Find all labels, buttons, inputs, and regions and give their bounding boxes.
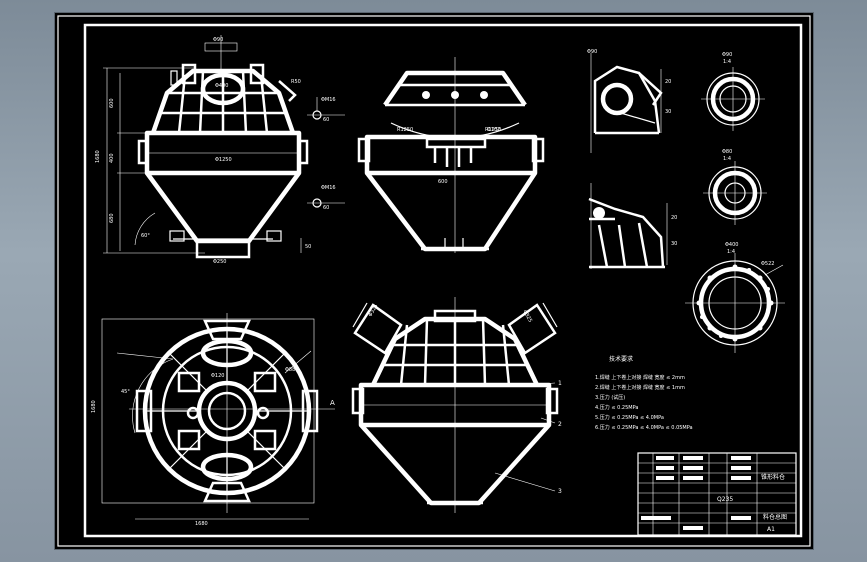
svg-text:Φ102: Φ102 [487, 127, 500, 133]
plan-view: 1680 1680 [91, 313, 335, 527]
detail-views-left: 20 30 Φ90 20 30 [587, 49, 677, 269]
title-sheet-size: A1 [767, 526, 775, 533]
svg-text:60: 60 [323, 117, 329, 123]
drawing-canvas: 1680 600 400 680 Φ90 Φ400 [57, 15, 811, 547]
front-elevation-view: 1680 600 400 680 Φ90 Φ400 [95, 35, 345, 265]
callout-1: 1 [558, 380, 562, 387]
svg-text:Φ325: Φ325 [368, 303, 380, 318]
svg-text:600: 600 [109, 98, 115, 108]
note-1: 1.焊缝 上下卷上对接 焊缝 宽度 ≤ 2mm [595, 374, 685, 381]
svg-text:Φ90: Φ90 [587, 49, 597, 55]
svg-text:Φ325: Φ325 [521, 309, 533, 324]
svg-text:ΦM16: ΦM16 [321, 185, 336, 191]
title-block: Q235 锥形料仓 料仓总图 A1 [637, 452, 797, 536]
svg-text:50: 50 [305, 244, 311, 250]
svg-text:1680: 1680 [195, 521, 208, 527]
svg-text:Φ90: Φ90 [213, 37, 223, 43]
flange-details: Φ90 1:4 Φ80 1:4 [685, 52, 785, 353]
note-2: 2.焊缝 上下卷上对接 焊缝 宽度 ≤ 1mm [595, 384, 685, 391]
svg-text:30: 30 [665, 109, 671, 115]
svg-text:45°: 45° [121, 389, 130, 395]
svg-text:R1250: R1250 [485, 127, 501, 133]
assembly-view: Φ325 Φ325 1 2 3 [351, 297, 562, 513]
inner-frame [83, 23, 803, 538]
svg-text:ΦM16: ΦM16 [321, 97, 336, 103]
svg-text:Φ120: Φ120 [211, 373, 224, 379]
angle-dim: 60° [141, 233, 150, 239]
outlet-dim: Φ250 [213, 259, 226, 265]
technical-notes: 技术要求 1.焊缝 上下卷上对接 焊缝 宽度 ≤ 2mm 2.焊缝 上下卷上对接… [595, 355, 693, 431]
svg-text:30: 30 [671, 241, 677, 247]
detail-scale-2: 1:4 [723, 156, 731, 162]
title-part-name: 锥形料仓 [761, 473, 785, 481]
svg-text:400: 400 [109, 153, 115, 163]
section-mark-right: A [330, 399, 335, 407]
svg-text:Φ90: Φ90 [722, 52, 732, 58]
note-6: 6.压力 ≤ 0.25MPa ≤ 4.0MPa ≤ 0.05MPa [595, 424, 693, 431]
detail-scale-1: 1:4 [723, 59, 731, 65]
svg-text:20: 20 [671, 215, 677, 221]
outer-frame [57, 15, 811, 547]
title-material: Q235 [717, 496, 733, 503]
svg-text:Φ80: Φ80 [722, 149, 732, 155]
plan-width-dim: 1680 [91, 400, 97, 413]
main-diameter-dim: Φ1250 [215, 157, 232, 163]
svg-text:R50: R50 [291, 79, 301, 85]
svg-text:Φ88: Φ88 [285, 367, 295, 373]
note-5: 5.压力 ≤ 0.25MPa ≤ 4.0MPa [595, 414, 664, 421]
side-elevation-view: R1250 R1250 600 Φ102 [357, 57, 545, 253]
detail-scale-3: 1:4 [727, 249, 735, 255]
note-3: 3.压力 (试压) [595, 394, 625, 401]
svg-text:600: 600 [438, 179, 448, 185]
drawing-sheet: 1680 600 400 680 Φ90 Φ400 [55, 13, 813, 549]
svg-text:Φ400: Φ400 [725, 242, 738, 248]
callout-3: 3 [558, 488, 562, 495]
note-4: 4.压力 ≤ 0.25MPa [595, 404, 638, 411]
svg-text:680: 680 [109, 213, 115, 223]
svg-text:20: 20 [665, 79, 671, 85]
inlet-dim: Φ400 [215, 83, 228, 89]
title-drawing-no: 料仓总图 [763, 513, 787, 521]
svg-text:R1250: R1250 [397, 127, 413, 133]
callout-2: 2 [558, 421, 562, 428]
svg-text:Φ522: Φ522 [761, 261, 774, 267]
svg-text:60: 60 [323, 205, 329, 211]
overall-height-dim: 1680 [95, 150, 101, 163]
notes-heading: 技术要求 [609, 355, 633, 363]
